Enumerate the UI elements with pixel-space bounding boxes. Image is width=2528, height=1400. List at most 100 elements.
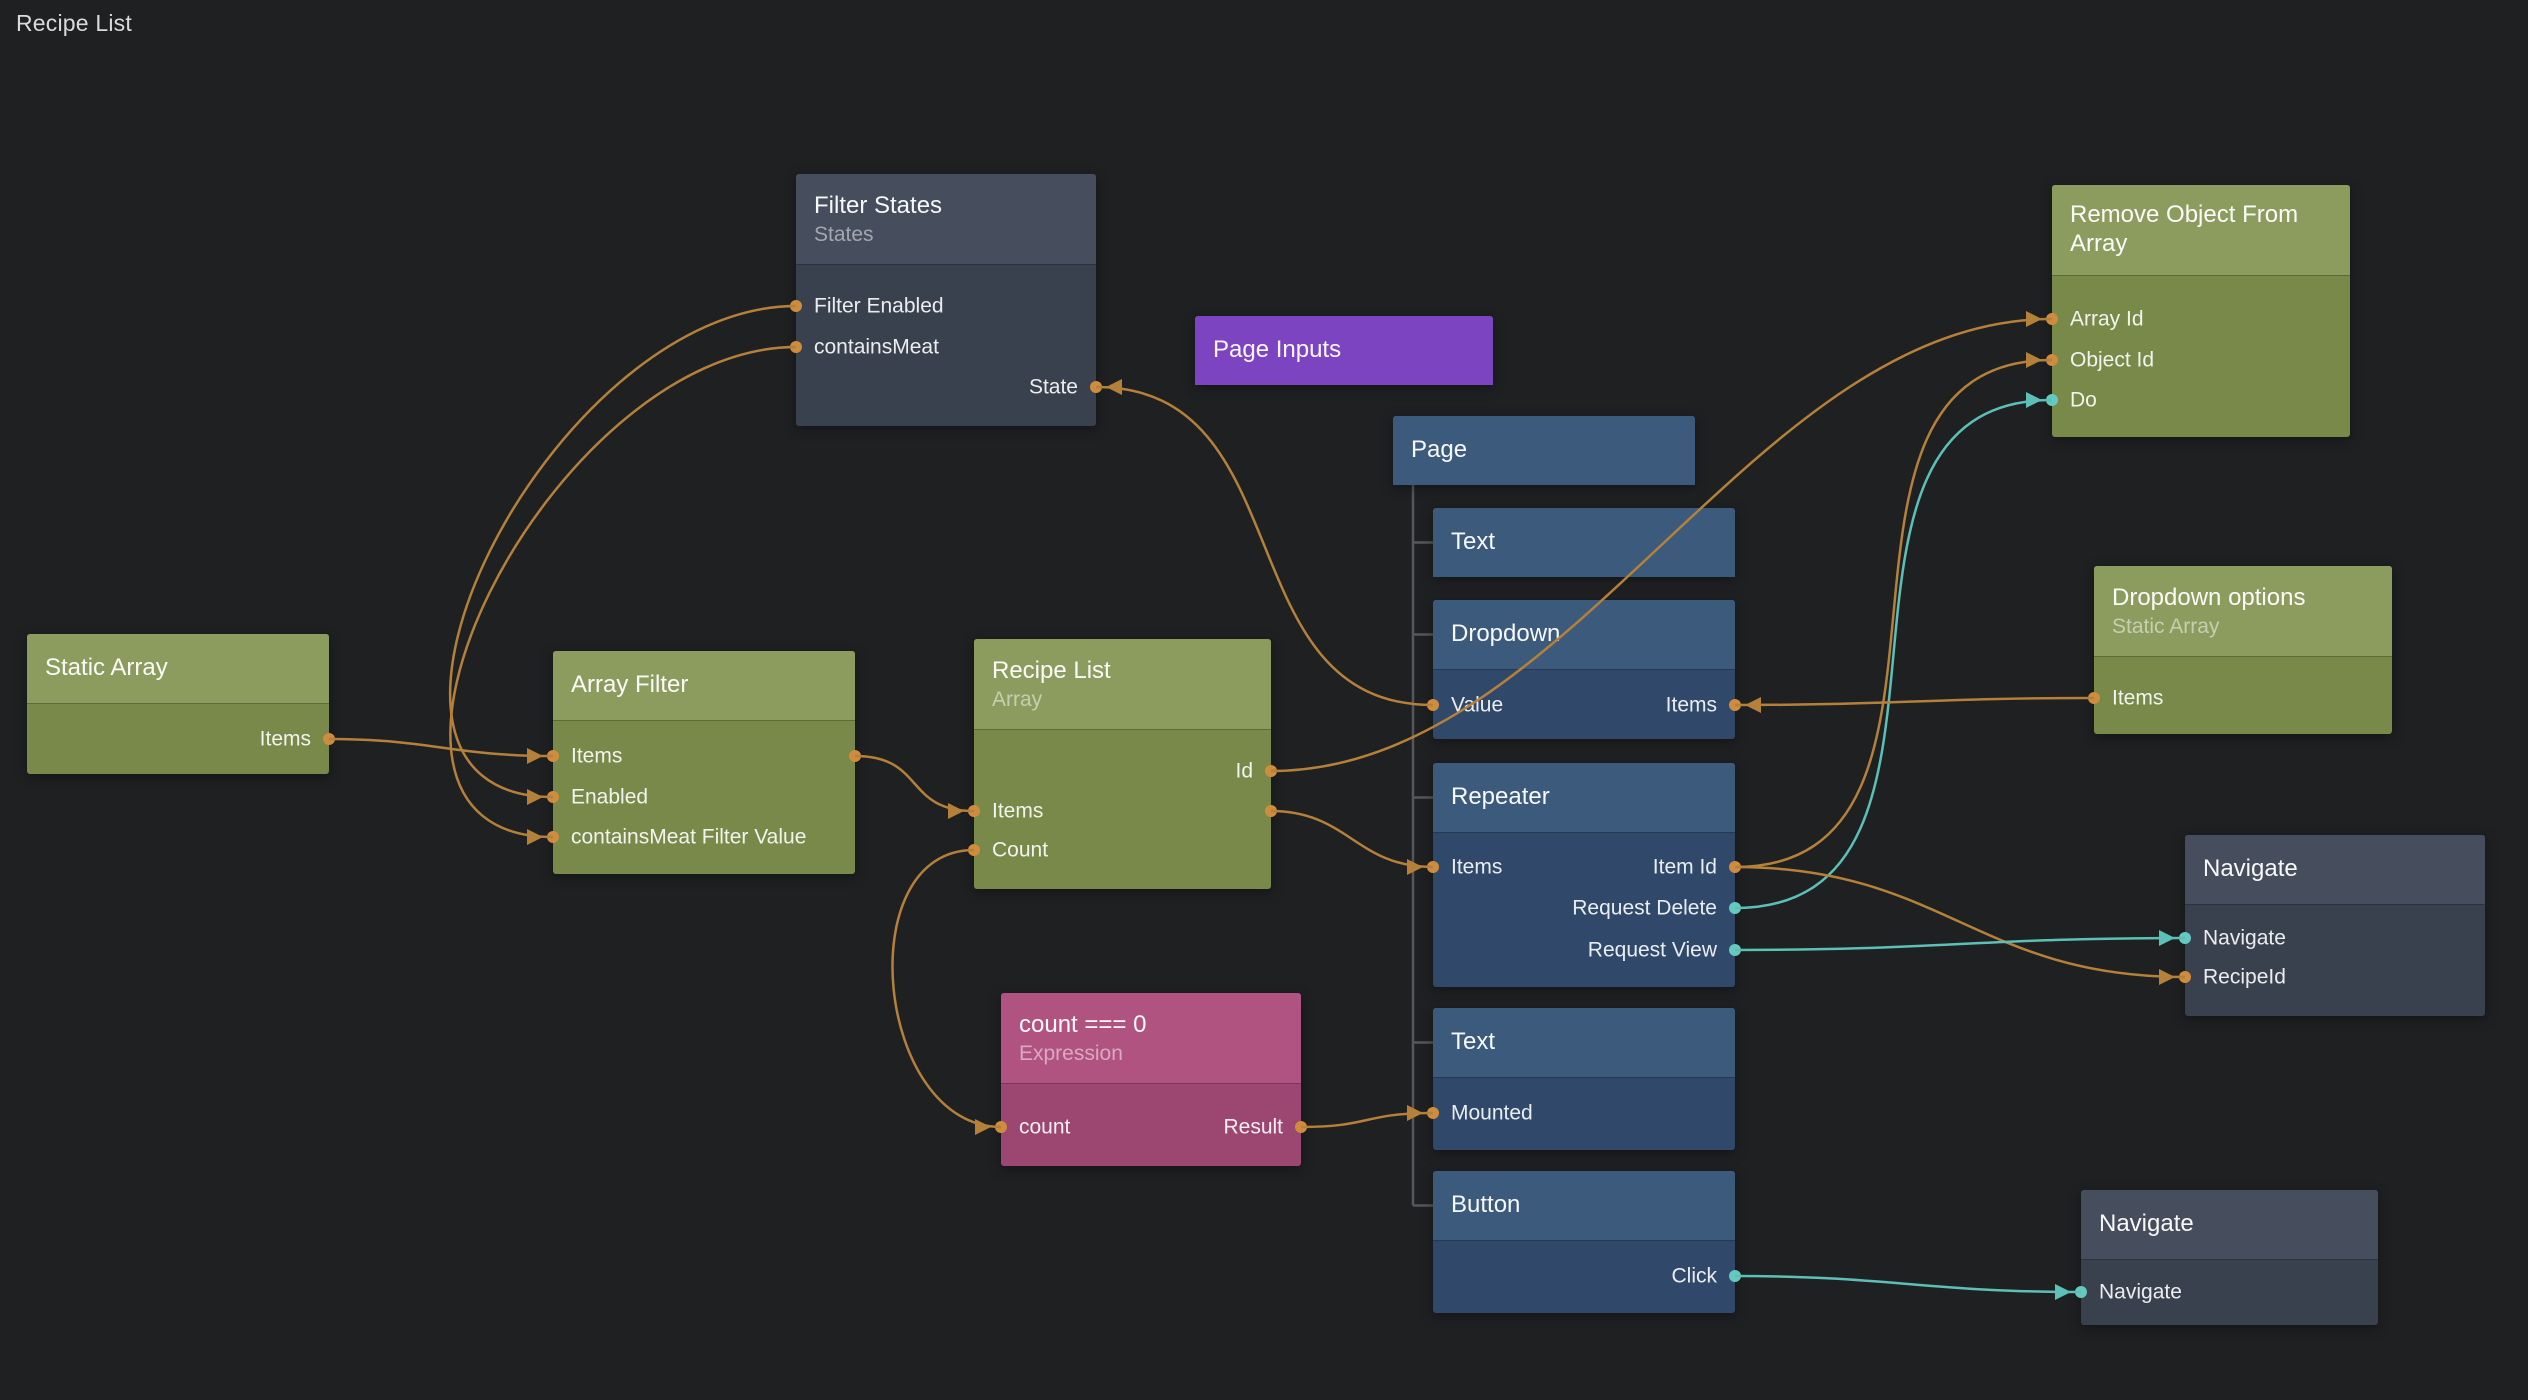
port-label-click: Click [1671, 1264, 1718, 1288]
header-body-divider [1433, 1240, 1735, 1241]
port-array-id-input-dot[interactable] [2046, 313, 2058, 325]
port-enabled-input-dot[interactable] [547, 791, 559, 803]
port-items-output-dot[interactable] [1729, 699, 1741, 711]
node-header[interactable]: Button [1433, 1171, 1735, 1240]
header-body-divider [1433, 832, 1735, 833]
node-title: Array Filter [571, 671, 689, 699]
header-body-divider [2094, 656, 2392, 657]
node-page-inputs[interactable]: Page Inputs [1195, 316, 1493, 385]
port-items-input-dot[interactable] [968, 805, 980, 817]
port-count-input-dot[interactable] [968, 844, 980, 856]
port-label-items: Items [571, 744, 623, 768]
port-count-input-dot[interactable] [995, 1121, 1007, 1133]
port-navigate-input-dot[interactable] [2179, 932, 2191, 944]
port-label-enabled: Enabled [571, 785, 649, 809]
port-label-object-id: Object Id [2070, 348, 2155, 372]
port-label-count: Count [992, 838, 1049, 862]
port-contains-meat-input-dot[interactable] [790, 341, 802, 353]
port-navigate-input-dot[interactable] [2075, 1286, 2087, 1298]
port-label-array-id: Array Id [2070, 307, 2144, 331]
header-body-divider [2185, 904, 2485, 905]
port-contains-meat-filter-value-input-dot[interactable] [547, 831, 559, 843]
node-title: Filter States [814, 191, 943, 219]
port-request-delete-output-dot[interactable] [1729, 902, 1741, 914]
header-body-divider [974, 729, 1271, 730]
node-header[interactable]: Dropdown [1433, 600, 1735, 669]
node-header[interactable]: Static Array [27, 634, 329, 703]
port-items-input-dot[interactable] [2088, 692, 2100, 704]
port-label-request-delete: Request Delete [1572, 896, 1717, 920]
port-label-request-view: Request View [1587, 938, 1717, 962]
port-label-items: Items [259, 727, 311, 751]
node-title: Text [1451, 528, 1496, 556]
node-page[interactable]: Page [1393, 416, 1695, 485]
node-title: Button [1451, 1191, 1521, 1219]
port-label-items: Items [1665, 693, 1717, 717]
node-subtitle: Static Array [2112, 615, 2220, 639]
node-header[interactable]: Navigate [2081, 1190, 2378, 1259]
node-header[interactable]: Text [1433, 1008, 1735, 1077]
port-do-input-dot[interactable] [2046, 394, 2058, 406]
node-subtitle: States [814, 223, 874, 247]
node-header[interactable]: Array Filter [553, 651, 855, 720]
port-filter-enabled-input-dot[interactable] [790, 300, 802, 312]
port-label-contains-meat: containsMeat [814, 335, 939, 359]
node-title: Navigate [2203, 855, 2298, 883]
port-items-input-dot[interactable] [547, 750, 559, 762]
node-header[interactable]: Text [1433, 508, 1735, 577]
port-item-id-output-dot[interactable] [1729, 861, 1741, 873]
port-ident-output-dot[interactable] [1265, 765, 1277, 777]
port-label-result: Result [1223, 1115, 1283, 1139]
header-body-divider [1001, 1083, 1301, 1084]
port-label-mounted: Mounted [1451, 1101, 1533, 1125]
port-request-view-output-dot[interactable] [1729, 944, 1741, 956]
node-subtitle: Array [992, 688, 1043, 712]
port-items-output-dot[interactable] [849, 750, 861, 762]
node-subtitle: Expression [1019, 1042, 1123, 1066]
node-header[interactable]: Navigate [2185, 835, 2485, 904]
node-title: count === 0 [1019, 1010, 1147, 1038]
port-label-recipe-id: RecipeId [2203, 965, 2286, 989]
port-state-output-dot[interactable] [1090, 381, 1102, 393]
port-items-input-dot[interactable] [1427, 861, 1439, 873]
port-recipe-id-input-dot[interactable] [2179, 971, 2191, 983]
node-header[interactable]: Page [1393, 416, 1695, 485]
port-items-output-dot[interactable] [323, 733, 335, 745]
port-mounted-input-dot[interactable] [1427, 1107, 1439, 1119]
node-text1[interactable]: Text [1433, 508, 1735, 577]
header-body-divider [796, 264, 1096, 265]
port-label-navigate: Navigate [2203, 926, 2286, 950]
port-items-output-dot[interactable] [1265, 805, 1277, 817]
node-header[interactable]: Page Inputs [1195, 316, 1493, 385]
page-title: Recipe List [16, 10, 132, 36]
port-label-state: State [1028, 375, 1078, 399]
port-label-contains-meat-filter-value: containsMeat Filter Value [571, 825, 807, 849]
port-label-items: Items [1451, 855, 1503, 879]
node-header[interactable]: count === 0 Expression [1001, 993, 1301, 1083]
port-result-output-dot[interactable] [1295, 1121, 1307, 1133]
port-value-input-dot[interactable] [1427, 699, 1439, 711]
node-header[interactable]: Remove Object From Array [2052, 185, 2350, 275]
port-object-id-input-dot[interactable] [2046, 354, 2058, 366]
node-title: Text [1451, 1028, 1496, 1056]
port-click-output-dot[interactable] [1729, 1270, 1741, 1282]
node-header[interactable]: Repeater [1433, 763, 1735, 832]
